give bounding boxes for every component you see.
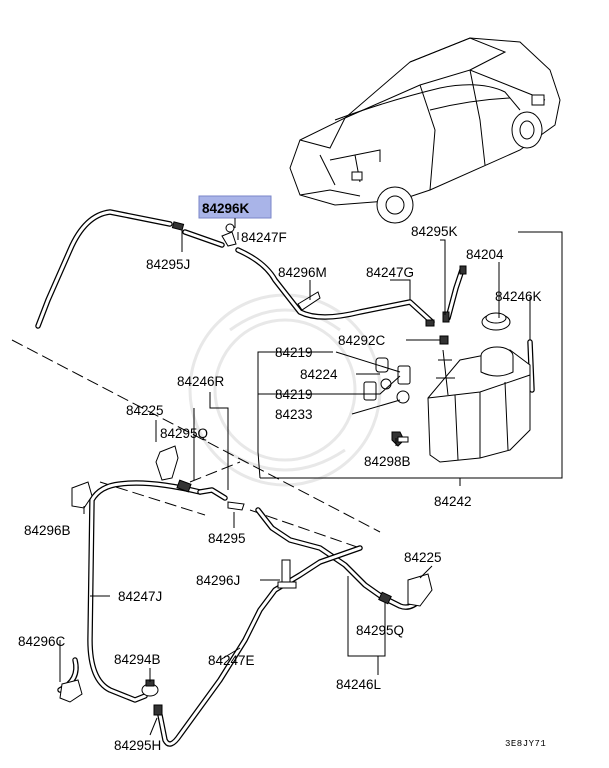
callout-84225-right[interactable]: 84225: [404, 550, 442, 565]
callout-84296M[interactable]: 84296M: [278, 265, 327, 280]
callout-labels: 84296K 84247F 84295J 84296M 84247G 84295…: [18, 201, 546, 753]
callout-84296B[interactable]: 84296B: [24, 523, 71, 538]
callout-84295J[interactable]: 84295J: [146, 257, 190, 272]
callout-84247J[interactable]: 84247J: [118, 589, 162, 604]
dashed-guide-lines: [11, 339, 381, 549]
callout-84224[interactable]: 84224: [300, 367, 338, 382]
callout-84219-upper[interactable]: 84219: [275, 345, 313, 360]
callout-84295H[interactable]: 84295H: [114, 738, 161, 753]
callout-84246K[interactable]: 84246K: [495, 289, 542, 304]
leader-lines: [59, 218, 563, 736]
callout-84296J[interactable]: 84296J: [196, 573, 240, 588]
upper-small-parts: [171, 221, 511, 447]
callout-84233[interactable]: 84233: [275, 407, 313, 422]
callout-84296C[interactable]: 84296C: [18, 634, 66, 649]
callout-84296K[interactable]: 84296K: [202, 201, 250, 216]
car-illustration: [289, 37, 561, 224]
callout-84204[interactable]: 84204: [466, 247, 504, 262]
callout-84225-left[interactable]: 84225: [126, 403, 164, 418]
callout-84294B[interactable]: 84294B: [114, 652, 161, 667]
callout-84295Q-lower[interactable]: 84295Q: [356, 623, 404, 638]
callout-84292C[interactable]: 84292C: [338, 333, 386, 348]
upper-hoses: [35, 209, 535, 393]
washer-reservoir-tank: [427, 346, 531, 463]
callout-84295K[interactable]: 84295K: [411, 224, 458, 239]
callout-84219-lower[interactable]: 84219: [275, 387, 313, 402]
callout-84246L[interactable]: 84246L: [336, 677, 382, 692]
callout-84242[interactable]: 84242: [434, 494, 472, 509]
callout-84298B[interactable]: 84298B: [364, 454, 411, 469]
diagram-code: 3E8JY71: [505, 739, 546, 749]
lower-small-parts: [59, 445, 433, 716]
lower-hoses: [57, 480, 423, 747]
callout-84247F[interactable]: 84247F: [241, 230, 287, 245]
callout-84295Q-upper[interactable]: 84295Q: [160, 426, 208, 441]
callout-84247G[interactable]: 84247G: [366, 265, 414, 280]
callout-84247E[interactable]: 84247E: [208, 653, 255, 668]
callout-84246R[interactable]: 84246R: [177, 374, 225, 389]
callout-84295[interactable]: 84295: [208, 531, 246, 546]
